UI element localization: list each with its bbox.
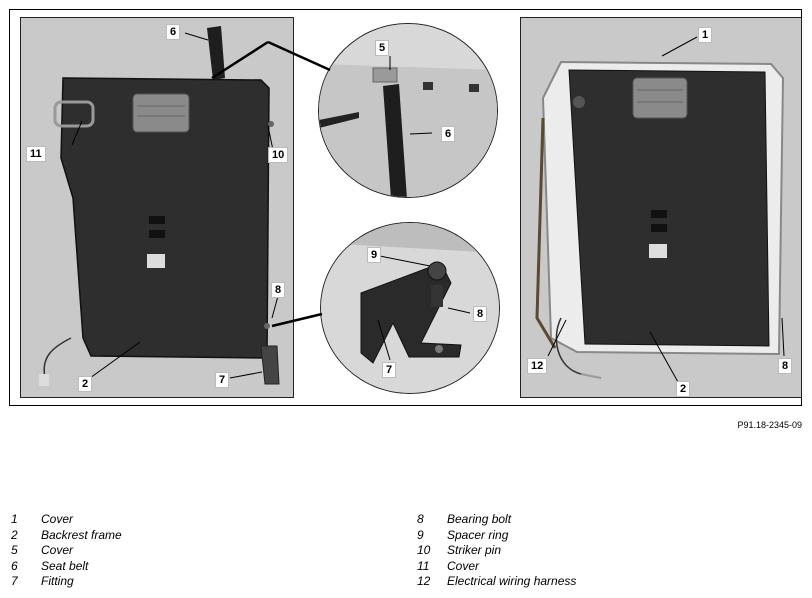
legend-item: 2 Backrest frame [11, 528, 122, 544]
legend-item: 8 Bearing bolt [417, 512, 576, 528]
legend-number: 10 [417, 543, 431, 558]
legend-right: 8 Bearing bolt 9 Spacer ring 10 Striker pin… [417, 512, 576, 590]
legend-number: 9 [417, 527, 424, 542]
legend-item: 9 Spacer ring [417, 528, 576, 544]
photo-backrest-rear [20, 17, 294, 398]
legend-label: Electrical wiring harness [447, 574, 577, 589]
callout-8: 8 [271, 282, 286, 298]
backrest-right-illustration [535, 60, 785, 379]
legend-label: Spacer ring [447, 527, 509, 542]
legend-label: Seat belt [41, 558, 89, 573]
detail-fitting [320, 222, 500, 394]
legend-number: 2 [11, 527, 18, 542]
callout-2: 2 [78, 376, 93, 392]
legend-number: 11 [417, 558, 430, 573]
callout-11: 11 [26, 146, 46, 162]
callout-8-detail: 8 [473, 306, 488, 322]
callout-8-right: 8 [778, 358, 793, 374]
legend-item: 12 Electrical wiring harness [417, 574, 576, 590]
legend-item: 5 Cover [11, 543, 122, 559]
legend-number: 7 [11, 574, 18, 589]
callout-5: 5 [375, 40, 390, 56]
legend-item: 11 Cover [417, 559, 576, 575]
legend-label: Striker pin [447, 543, 502, 558]
callout-6-detail: 6 [441, 126, 456, 142]
detail-seat-belt [318, 23, 498, 198]
backrest-left-illustration [39, 26, 280, 386]
callout-6: 6 [166, 24, 181, 40]
legend-label: Cover [41, 512, 74, 526]
legend-number: 6 [11, 558, 18, 573]
callout-12: 12 [527, 358, 548, 374]
legend-number: 12 [417, 574, 431, 589]
callout-1: 1 [698, 27, 713, 43]
legend-label: Cover [447, 558, 480, 573]
legend-item: 6 Seat belt [11, 559, 122, 575]
legend-label: Backrest frame [41, 527, 122, 542]
legend-item: 1 Cover [11, 512, 122, 528]
legend-number: 1 [11, 512, 18, 526]
callout-7: 7 [215, 372, 230, 388]
legend-item: 7 Fitting [11, 574, 122, 590]
figure-code: P91.18-2345-09 [737, 420, 802, 430]
legend-item: 10 Striker pin [417, 543, 576, 559]
callout-2-right: 2 [676, 381, 691, 397]
callout-9: 9 [367, 247, 382, 263]
callout-7-detail: 7 [382, 362, 397, 378]
callout-10: 10 [268, 147, 289, 163]
legend-number: 5 [11, 543, 18, 558]
photo-backrest-cover [520, 17, 802, 398]
legend-label: Cover [41, 543, 74, 558]
legend-label: Fitting [41, 574, 74, 589]
legend-label: Bearing bolt [447, 512, 512, 526]
legend-number: 8 [417, 512, 424, 526]
detail-seat-belt-illustration [319, 24, 497, 197]
